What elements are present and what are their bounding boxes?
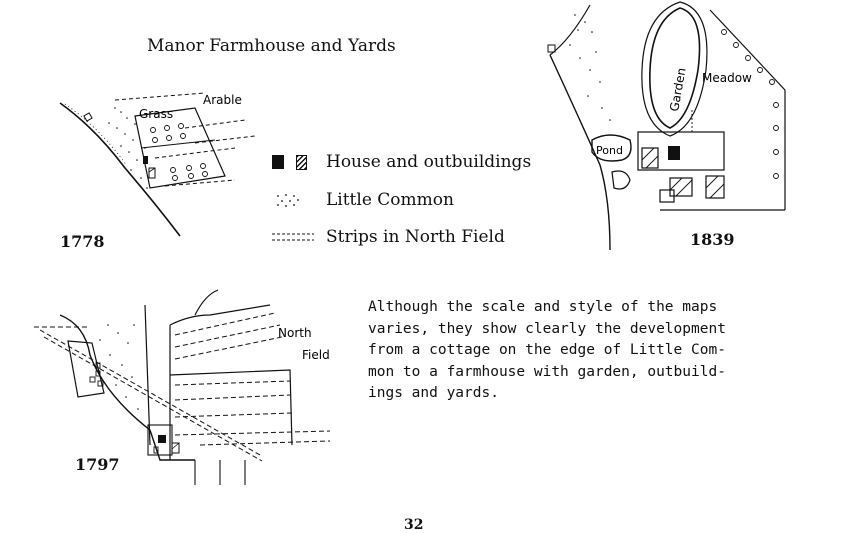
north-label: North (278, 326, 312, 340)
legend-row-house: House and outbuildings (270, 150, 531, 174)
caption-line: varies, they show clearly the developmen… (368, 320, 726, 337)
legend-row-common: Little Common (270, 188, 454, 212)
strips-dashes-symbol (270, 227, 326, 247)
caption-line: ings and yards. (368, 385, 499, 401)
caption-line: from a cottage on the edge of Little Com… (368, 342, 726, 358)
arable-label: Arable (203, 93, 242, 107)
meadow-label: Meadow (702, 71, 752, 85)
field-label: Field (302, 348, 330, 362)
house-and-outbuildings-symbol (270, 152, 326, 172)
year-1778: 1778 (60, 232, 105, 251)
caption-paragraph: Although the scale and style of the maps… (368, 297, 788, 405)
page-title: Manor Farmhouse and Yards (147, 36, 396, 56)
legend-label: Little Common (326, 190, 454, 210)
garden-label: Garden (667, 67, 688, 113)
little-common-dots-symbol (270, 190, 326, 210)
grass-label: Grass (139, 107, 173, 121)
caption-line: Although the scale and style of the maps (368, 299, 718, 315)
legend-label: Strips in North Field (326, 227, 505, 247)
legend-row-strips: Strips in North Field (270, 225, 505, 249)
year-1839: 1839 (690, 230, 735, 249)
year-1797: 1797 (75, 455, 120, 474)
page-number: 32 (404, 517, 424, 533)
caption-line: mon to a farmhouse with garden, outbuild… (368, 363, 726, 380)
map-1778: Grass Arable (59, 92, 256, 237)
legend-label: House and outbuildings (326, 152, 532, 172)
map-1797: North Field (34, 289, 331, 485)
pond-label: Pond (596, 144, 623, 157)
map-1839: Garden Meadow Pond (547, 1, 786, 250)
